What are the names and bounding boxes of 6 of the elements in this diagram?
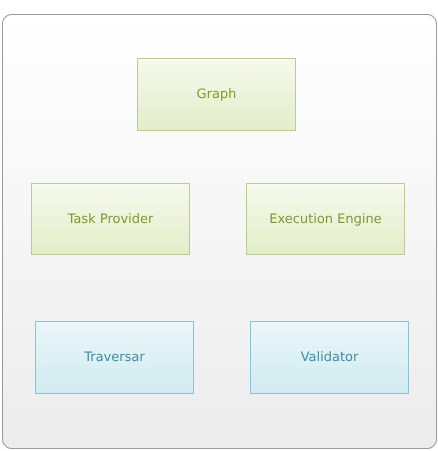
component-box: Graph: [137, 58, 296, 131]
component-box: Traversar: [35, 321, 194, 394]
component-box: Task Provider: [31, 183, 190, 255]
component-box: Execution Engine: [246, 183, 405, 255]
component-box: Validator: [250, 321, 409, 394]
group-panel: [2, 14, 437, 449]
